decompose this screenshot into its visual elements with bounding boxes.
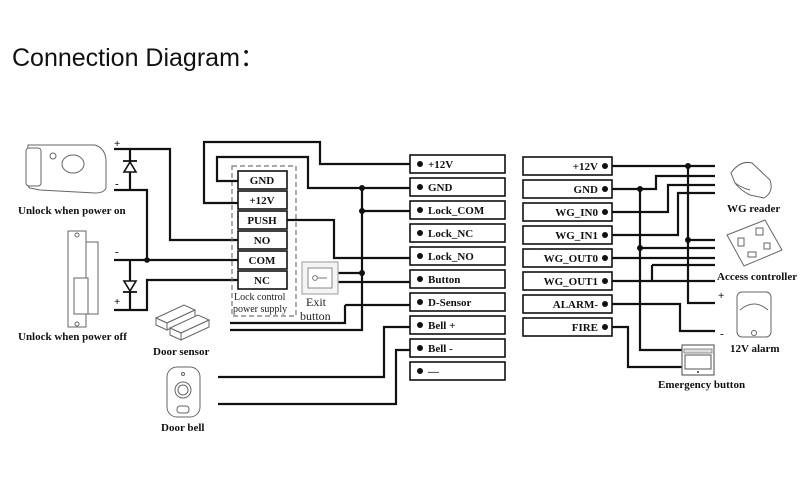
power-supply-terminals: GND +12V PUSH NO COM NC	[237, 170, 288, 290]
exit-button-caption: button	[300, 309, 331, 323]
svg-text:Bell -: Bell -	[428, 343, 453, 355]
svg-text:NC: NC	[254, 275, 270, 287]
terminal-left-0: +12V	[409, 154, 506, 174]
svg-text:WG_OUT0: WG_OUT0	[544, 253, 599, 265]
door-bell-wiring	[218, 325, 410, 406]
svg-text:GND: GND	[428, 182, 453, 194]
terminal-right-5: WG_OUT1	[522, 271, 613, 291]
terminal-left-6: D-Sensor	[409, 292, 506, 312]
minus-mark: -	[720, 328, 724, 340]
minus-mark: -	[115, 178, 119, 190]
exit-button-caption: Exit	[306, 295, 327, 309]
emergency-button-icon[interactable]	[681, 344, 715, 376]
wg-reader-icon	[730, 162, 772, 199]
power-supply-caption: power supply	[233, 304, 287, 315]
controller-left-terminal-block: +12V GND Lock_COM Lock_NC Lock_NO ButtonD-Sen…	[409, 154, 506, 381]
diode-icon	[122, 160, 138, 173]
power-supply-outline	[231, 165, 297, 317]
power-supply-wiring	[202, 140, 410, 332]
electric-strike-icon	[67, 230, 99, 328]
caption-unlock-power-off: Unlock when power off	[18, 331, 127, 343]
exit-button-icon[interactable]	[301, 261, 339, 295]
caption-door-bell: Door bell	[161, 422, 205, 434]
right-wiring	[612, 163, 715, 369]
psu-terminal-push: PUSH	[237, 210, 288, 230]
access-controller-icon	[726, 219, 783, 267]
svg-text:Lock_COM: Lock_COM	[428, 205, 485, 217]
door-bell-icon	[166, 366, 201, 418]
psu-terminal-12v: +12V	[237, 190, 288, 210]
caption-wg-reader: WG reader	[727, 203, 780, 215]
svg-text:—: —	[427, 366, 440, 378]
svg-text:Bell +: Bell +	[428, 320, 455, 332]
terminal-right-2: WG_IN0	[522, 202, 613, 222]
terminal-left-2: Lock_COM	[409, 200, 506, 220]
terminal-right-0: +12V	[522, 156, 613, 176]
plus-mark: +	[114, 138, 120, 150]
terminal-left-3: Lock_NC	[409, 223, 506, 243]
plus-mark: +	[114, 296, 120, 308]
electric-lock-icon	[25, 144, 107, 194]
diode-icon	[122, 280, 138, 293]
svg-text:Lock_NO: Lock_NO	[428, 251, 474, 263]
svg-text:ALARM-: ALARM-	[553, 299, 599, 311]
door-sensor-icon	[154, 304, 211, 341]
psu-terminal-gnd: GND	[237, 170, 288, 190]
svg-text:+12V: +12V	[249, 195, 274, 207]
svg-text:FIRE: FIRE	[572, 322, 598, 334]
svg-text:WG_IN0: WG_IN0	[555, 207, 598, 219]
minus-mark: -	[115, 246, 119, 258]
caption-access-controller: Access controller	[717, 271, 797, 283]
svg-text:GND: GND	[574, 184, 599, 196]
psu-terminal-no: NO	[237, 230, 288, 250]
terminal-left-1: GND	[409, 177, 506, 197]
terminal-right-6: ALARM-	[522, 294, 613, 314]
plus-mark: +	[718, 290, 724, 302]
terminal-right-4: WG_OUT0	[522, 248, 613, 268]
caption-emergency-button: Emergency button	[658, 379, 745, 391]
svg-text:D-Sensor: D-Sensor	[428, 297, 472, 309]
psu-terminal-com: COM	[237, 250, 288, 270]
psu-terminal-nc: NC	[237, 270, 288, 290]
svg-text:+12V: +12V	[573, 161, 598, 173]
terminal-right-1: GND	[522, 179, 613, 199]
svg-text:NO: NO	[254, 235, 271, 247]
terminal-right-3: WG_IN1	[522, 225, 613, 245]
terminal-left-9: —	[409, 361, 506, 381]
diagram-title: Connection Diagram：	[12, 44, 265, 72]
svg-text:WG_OUT1: WG_OUT1	[544, 276, 598, 288]
caption-door-sensor: Door sensor	[153, 346, 209, 358]
svg-text:Lock_NC: Lock_NC	[428, 228, 473, 240]
svg-text:+12V: +12V	[428, 159, 453, 171]
terminal-left-7: Bell +	[409, 315, 506, 335]
svg-text:WG_IN1: WG_IN1	[555, 230, 598, 242]
terminal-left-4: Lock_NO	[409, 246, 506, 266]
terminal-left-5: Button	[409, 269, 506, 289]
svg-text:COM: COM	[249, 255, 277, 267]
caption-unlock-power-on: Unlock when power on	[18, 205, 126, 217]
svg-text:GND: GND	[250, 175, 275, 187]
caption-12v-alarm: 12V alarm	[730, 343, 780, 355]
svg-text:Button: Button	[428, 274, 460, 286]
svg-text:PUSH: PUSH	[247, 215, 277, 227]
terminal-right-7: FIRE	[522, 317, 613, 337]
terminal-left-8: Bell -	[409, 338, 506, 358]
alarm-siren-icon	[736, 291, 772, 338]
power-supply-caption: Lock control	[234, 292, 286, 303]
